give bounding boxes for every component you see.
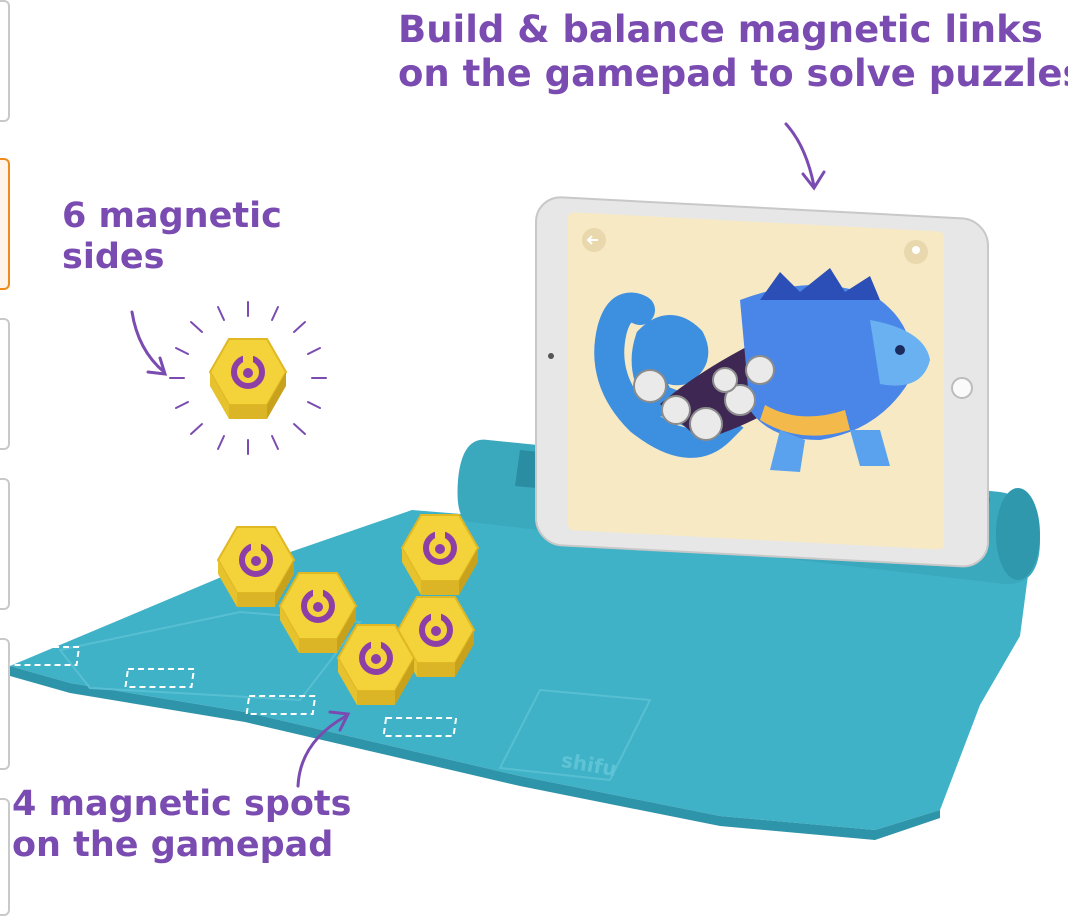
caption-magnetic-spots: 4 magnetic spots on the gamepad (12, 784, 352, 867)
tablet (535, 196, 989, 568)
gear-icon (633, 355, 775, 441)
magnetic-spot-4 (382, 717, 458, 737)
caption-line: on the gamepad (12, 825, 334, 866)
magnetic-spot-1 (9, 646, 81, 666)
thumbnail-strip (0, 0, 12, 916)
thumbnail-5[interactable] (0, 638, 10, 770)
caption-line: 6 magnetic (62, 196, 282, 236)
single-tile-illustration (169, 301, 327, 455)
magnetic-spot-3 (245, 695, 317, 715)
home-button[interactable] (951, 377, 973, 399)
caption-line: 4 magnetic spots (12, 784, 352, 824)
magnetic-spot-2 (124, 668, 196, 688)
camera-dot (548, 353, 554, 359)
caption-line: on the gamepad to solve puzzles (398, 51, 1068, 95)
caption-gamepad-links: Build & balance magnetic links on the ga… (398, 8, 1068, 95)
arrow-up-icon (296, 710, 351, 788)
arrow-left-icon (130, 310, 168, 376)
caption-magnetic-sides: 6 magnetic sides (62, 196, 282, 279)
magnetic-spots (9, 646, 458, 737)
caption-line: sides (62, 237, 165, 278)
caption-line: Build & balance magnetic links (398, 8, 1043, 51)
thumbnail-2-selected[interactable] (0, 158, 10, 290)
thumbnail-3[interactable] (0, 318, 10, 450)
tile-logo-icon (210, 339, 286, 419)
thumbnail-4[interactable] (0, 478, 10, 610)
arrow-down-icon (784, 122, 826, 191)
thumbnail-1[interactable] (0, 0, 10, 122)
